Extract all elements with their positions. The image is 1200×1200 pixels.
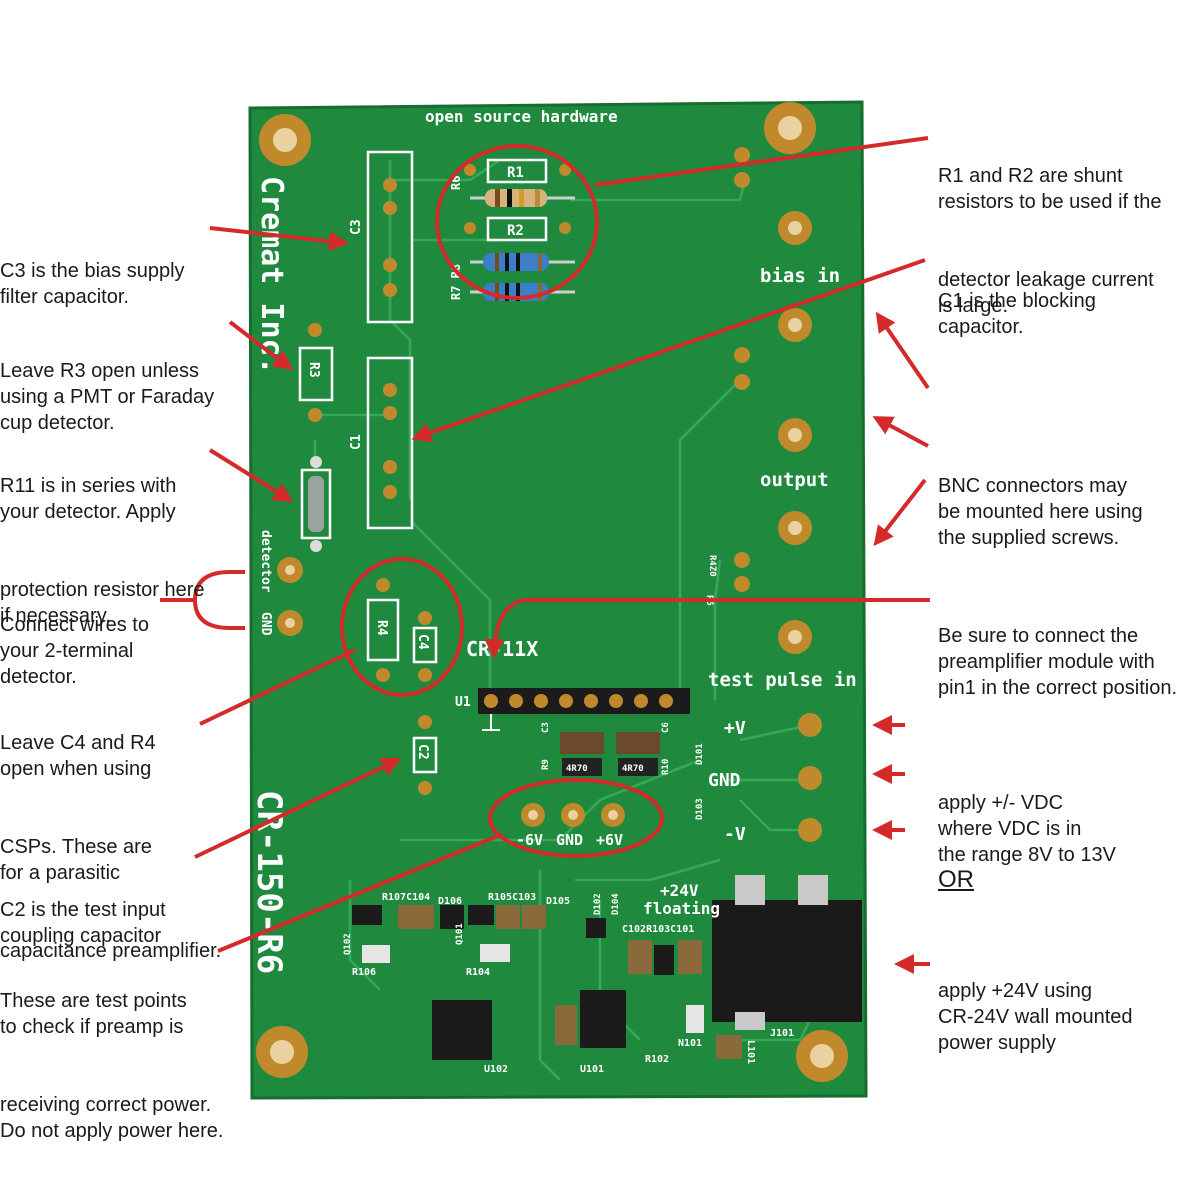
q101-label: Q101 [455, 923, 465, 945]
n101-label: N101 [678, 1038, 702, 1049]
r4-c4-footprint [366, 578, 438, 682]
module-socket-label: CR-11X [466, 637, 538, 661]
res-4r70b-label: 4R70 [622, 764, 644, 774]
minus-v-label: -V [724, 824, 746, 845]
d102-label: D102 [593, 893, 603, 915]
detector-label: detector [258, 530, 273, 593]
c1-label: C1 [349, 434, 364, 450]
test-point-pads [521, 803, 625, 827]
bias-in-label: bias in [760, 265, 840, 287]
small-pads-right [734, 147, 822, 842]
r1-label: R1 [507, 165, 524, 181]
q102-label: Q102 [343, 933, 353, 955]
bnc-pads [778, 211, 812, 654]
floating-label: floating [643, 899, 720, 918]
annotation-or: OR [938, 866, 974, 893]
power-supply-section [352, 875, 862, 1060]
tp-gnd-label: GND [556, 831, 583, 849]
header-label: open source hardware [425, 107, 618, 126]
output-label: output [760, 469, 829, 491]
r105c103-label: R105C103 [488, 892, 536, 903]
d105-label: D105 [546, 896, 570, 907]
d101-label: D101 [695, 743, 705, 765]
r4-label: R4 [374, 620, 389, 636]
r106-label: R106 [352, 967, 376, 978]
smd-capacitors-u1 [560, 732, 660, 776]
d104-label: D104 [611, 893, 621, 915]
c2-footprint [412, 715, 438, 795]
r3-label: R3 [306, 362, 321, 378]
r10-label: R10 [661, 759, 671, 775]
highlight-circles [340, 144, 664, 858]
j101-label: J101 [770, 1028, 794, 1039]
plus-v-label: +V [724, 718, 746, 739]
res-4r70a-label: 4R70 [566, 764, 588, 774]
r11-component [300, 456, 332, 552]
r3-footprint [298, 323, 334, 422]
c4-label: C4 [415, 634, 430, 650]
plus24v-label: +24V [660, 881, 699, 900]
d106-label: D106 [438, 896, 462, 907]
gnd-center-label: GND [708, 770, 741, 791]
r4z0-label: R4Z0 [707, 555, 717, 577]
test-pulse-in-label: test pulse in [708, 669, 857, 691]
model-label: CR-150-R6 [249, 790, 289, 974]
tp-pos-label: +6V [596, 831, 623, 849]
u101-label: U101 [580, 1064, 604, 1075]
c3-footprint [366, 150, 414, 324]
c1-footprint [366, 356, 414, 530]
r9-label: R9 [541, 759, 551, 770]
r102-label: R102 [645, 1054, 669, 1065]
u102-label: U102 [484, 1064, 508, 1075]
u1-header [478, 688, 690, 731]
c2-label: C2 [415, 744, 430, 760]
d103-label: D103 [695, 798, 705, 820]
u1-label: U1 [455, 695, 471, 710]
tp-neg-label: -6V [516, 831, 543, 849]
c3small-label: C3 [541, 722, 551, 733]
maker-label: Cremat Inc. [254, 176, 289, 375]
annotation-arrows [160, 136, 930, 974]
r104-label: R104 [466, 967, 490, 978]
l101-label: L101 [745, 1040, 756, 1064]
gnd-label: GND [258, 612, 273, 636]
mounting-holes [256, 102, 848, 1082]
r107c104-label: R107C104 [382, 892, 430, 903]
c102r103c101-label: C102R103C101 [622, 924, 694, 935]
detector-pads [277, 557, 303, 636]
c6-label: C6 [661, 722, 671, 733]
c3-label: C3 [349, 219, 364, 235]
r2-label: R2 [507, 223, 524, 239]
